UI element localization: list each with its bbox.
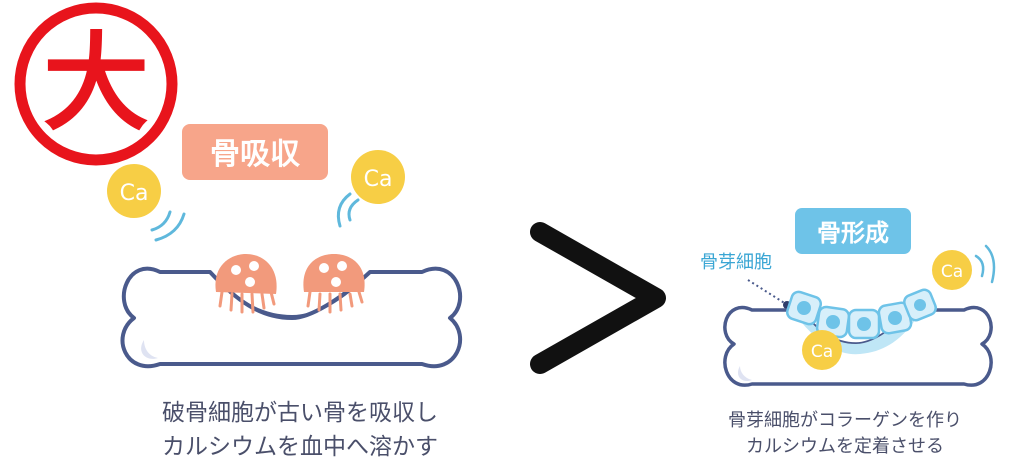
osteoblast-pointer-line <box>747 279 787 305</box>
osteoblast-label: 骨芽細胞 <box>700 252 772 273</box>
osteoclast-cell-2 <box>303 254 365 314</box>
resorption-label-badge <box>182 124 328 180</box>
osteoblast-cell-4 <box>877 301 913 335</box>
resorption-caption-line-1: 破骨細胞が古い骨を吸収し <box>162 400 438 426</box>
formation-caption-line-1: 骨芽細胞がコラーゲンを作り <box>728 410 962 431</box>
greater-than-symbol-text: > <box>600 308 601 311</box>
osteoblast-cell-5 <box>903 288 937 322</box>
resorption-caption: 破骨細胞が古い骨を吸収し カルシウムを血中へ溶かす <box>90 396 510 464</box>
resorption-panel: 骨吸収 Ca Ca <box>107 124 462 369</box>
resorption-bone <box>120 266 462 369</box>
uptake-waves <box>974 244 996 284</box>
resorption-label: 骨吸収 <box>210 137 301 172</box>
release-waves-right <box>336 192 360 228</box>
formation-label: 骨形成 <box>817 219 889 247</box>
greater-than-symbol <box>530 222 666 374</box>
release-waves-left <box>150 210 186 242</box>
osteoblast-cell-1 <box>785 290 823 326</box>
big-mark-text: 大 <box>43 22 149 145</box>
calcium-ion-right-text: Ca <box>364 167 393 192</box>
formation-label-badge <box>795 208 911 254</box>
resorption-caption-line-2: カルシウムを血中へ溶かす <box>162 434 438 460</box>
osteoclast-cell-1 <box>215 254 277 314</box>
osteoblast-cells <box>785 288 937 340</box>
calcium-ion-right <box>351 150 405 204</box>
bone-highlight-right <box>737 366 752 382</box>
big-mark: 大 <box>14 2 178 166</box>
calcium-ion-top <box>932 250 972 290</box>
formation-caption: 骨芽細胞がコラーゲンを作り カルシウムを定着させる <box>680 408 1010 460</box>
calcium-ion-bottom <box>802 330 842 370</box>
calcium-ion-top-text: Ca <box>941 262 963 282</box>
calcium-ion-left-text: Ca <box>120 181 149 206</box>
formation-caption-line-2: カルシウムを定着させる <box>746 436 944 457</box>
big-mark-ring <box>14 2 178 166</box>
bone-highlight-left <box>141 340 158 359</box>
calcium-ion-left <box>107 164 161 218</box>
calcium-ion-bottom-text: Ca <box>811 342 833 362</box>
formation-panel: 骨形成 骨芽細胞 Ca <box>700 208 996 387</box>
osteoblast-cell-3 <box>847 308 881 340</box>
